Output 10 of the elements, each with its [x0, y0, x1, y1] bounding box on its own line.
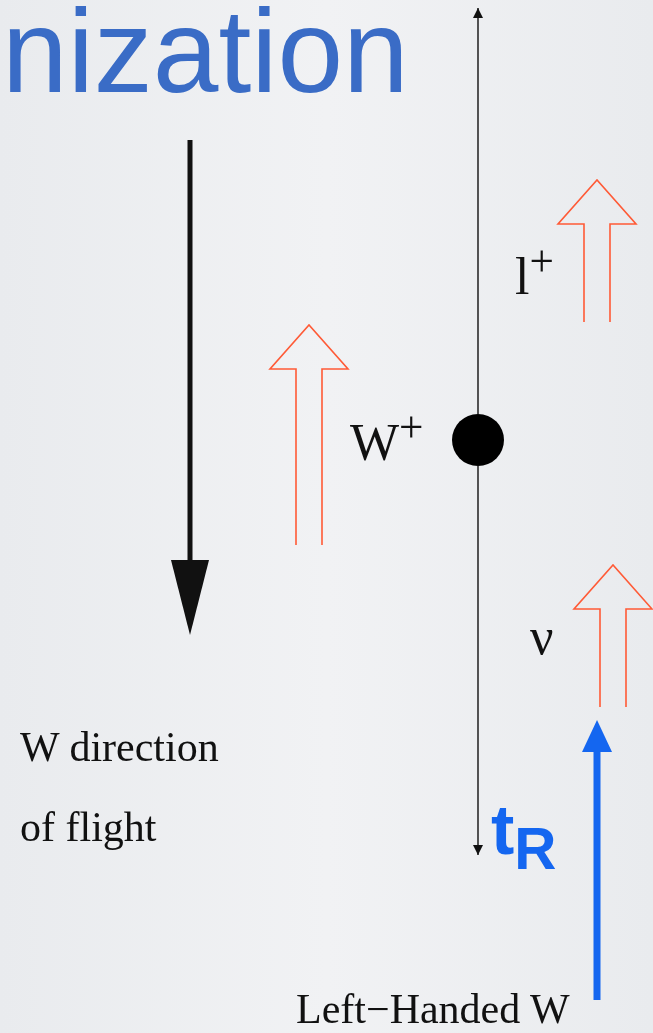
particle-label: W$^{+}$: [350, 402, 424, 473]
title: nization: [2, 0, 409, 110]
arrow: [473, 465, 483, 856]
arrow: [473, 7, 483, 415]
particle-label: t$_{R}$: [477, 795, 577, 870]
text-label: Left−Handed W: [296, 985, 570, 1033]
edge-label: l$^{+}$: [515, 236, 554, 307]
particle-dot: [452, 414, 504, 466]
edge-label: ν: [530, 606, 554, 666]
text-label: W direction of flight: [20, 723, 220, 852]
